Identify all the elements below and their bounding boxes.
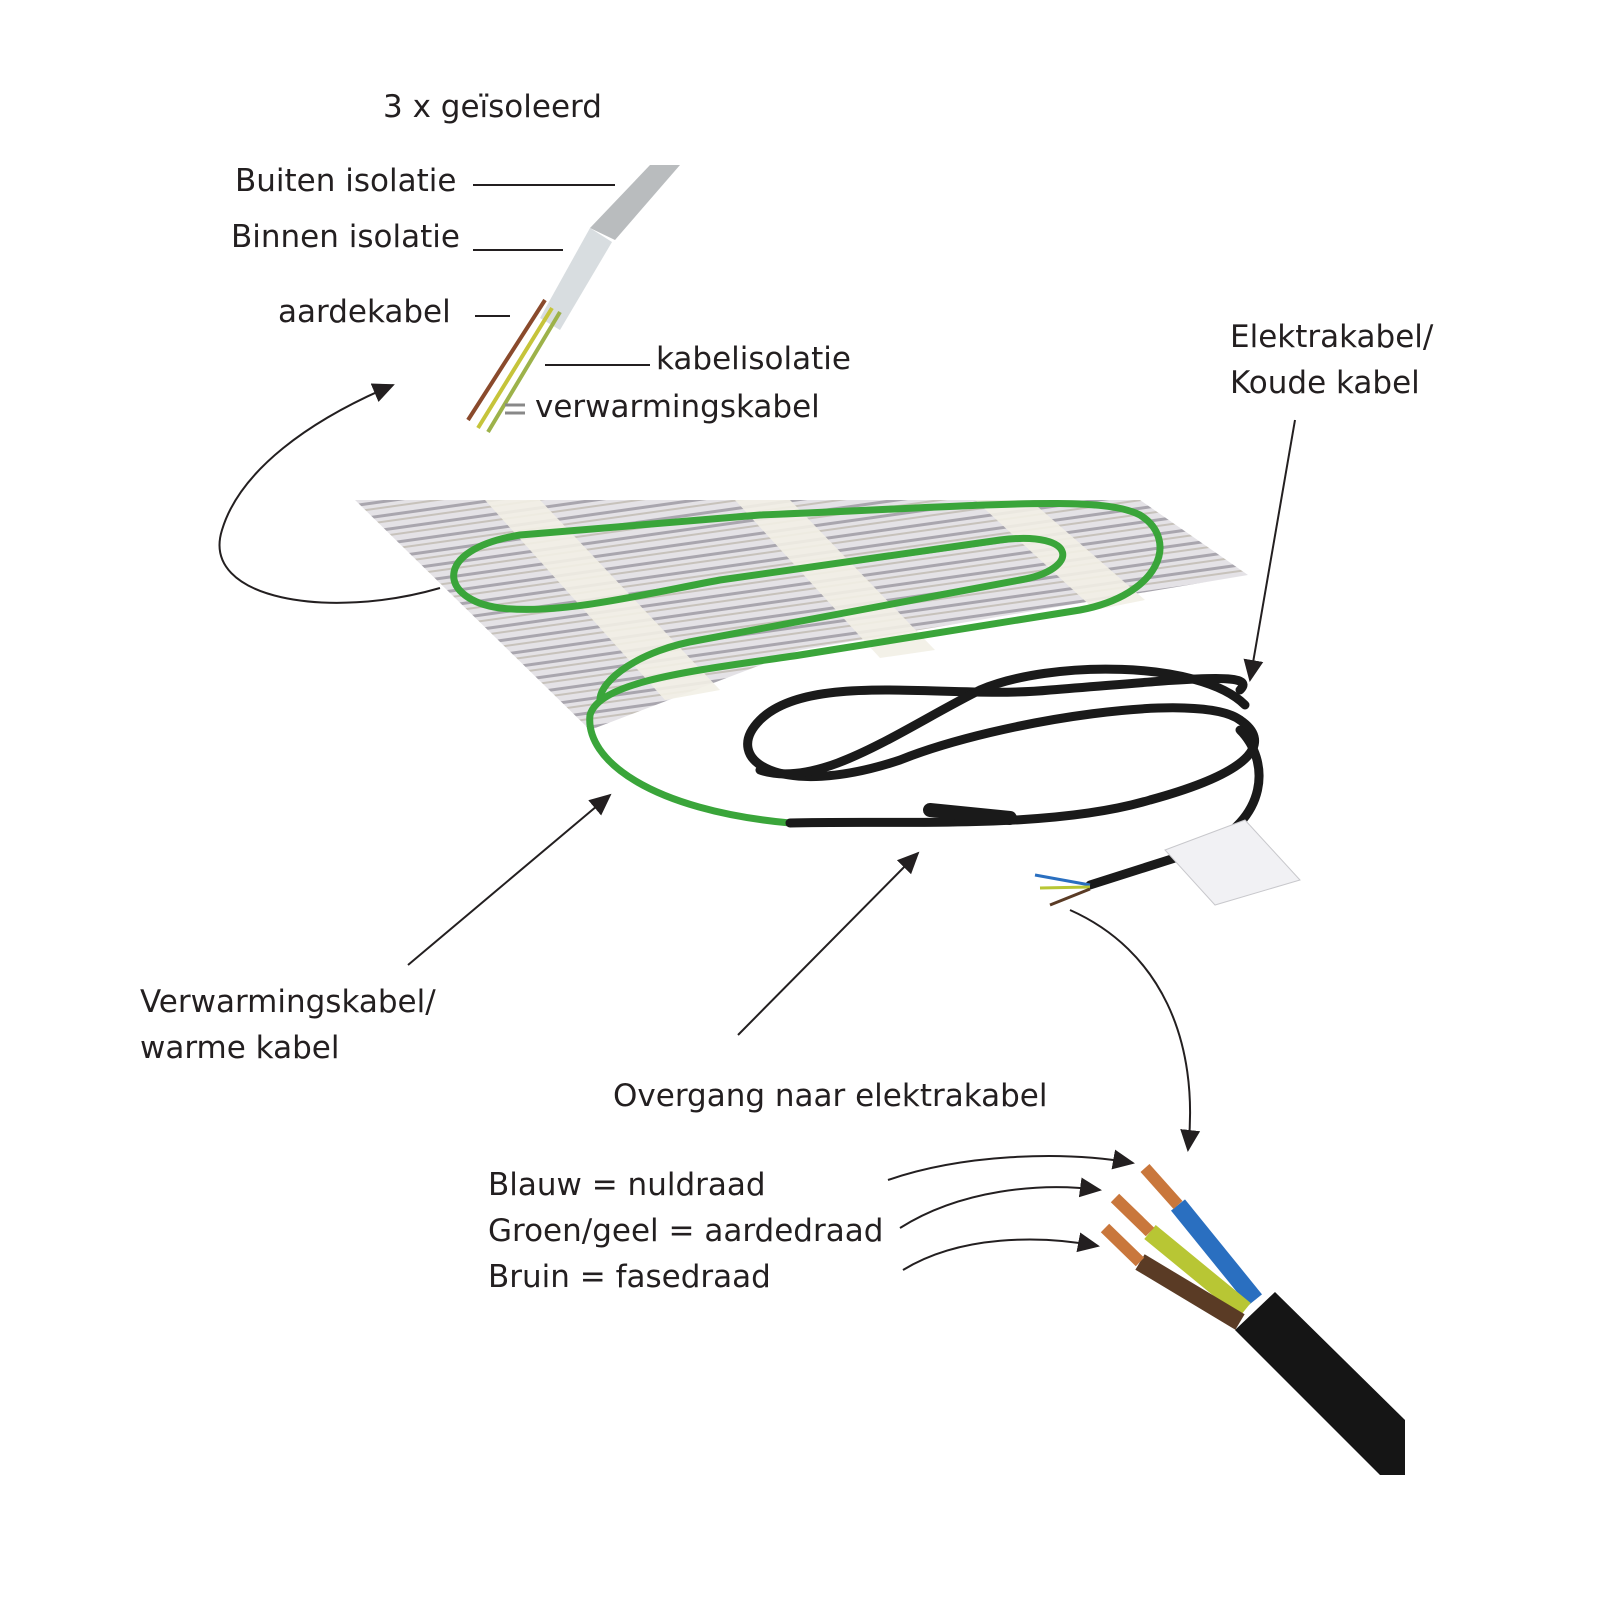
legend-blauw: Blauw = nuldraad (488, 1167, 766, 1203)
label-aardekabel: aardekabel (278, 294, 451, 330)
label-overgang: Overgang naar elektrakabel (613, 1078, 1048, 1114)
label-verwarmingskabel-bottom: Verwarmingskabel/ (140, 984, 436, 1020)
label-warme-kabel: warme kabel (140, 1030, 340, 1066)
arrows (218, 383, 1296, 1271)
label-elektrakabel: Elektrakabel/ (1230, 319, 1434, 355)
legend-groen-geel: Groen/geel = aardedraad (488, 1213, 884, 1249)
cable-cross-section (466, 165, 680, 434)
cable-end-detail (1100, 1164, 1405, 1475)
small-wire-ends (1034, 873, 1091, 907)
label-koude-kabel: Koude kabel (1230, 365, 1420, 401)
cable-tag (1164, 819, 1301, 906)
label-buiten-isolatie: Buiten isolatie (235, 163, 457, 199)
label-binnen-isolatie: Binnen isolatie (231, 219, 460, 255)
label-verwarmingskabel: verwarmingskabel (535, 389, 820, 425)
heating-cable (450, 499, 1164, 827)
label-kabelisolatie: kabelisolatie (656, 341, 851, 377)
legend-bruin: Bruin = fasedraad (488, 1259, 771, 1295)
top-title: 3 x geïsoleerd (383, 89, 602, 125)
